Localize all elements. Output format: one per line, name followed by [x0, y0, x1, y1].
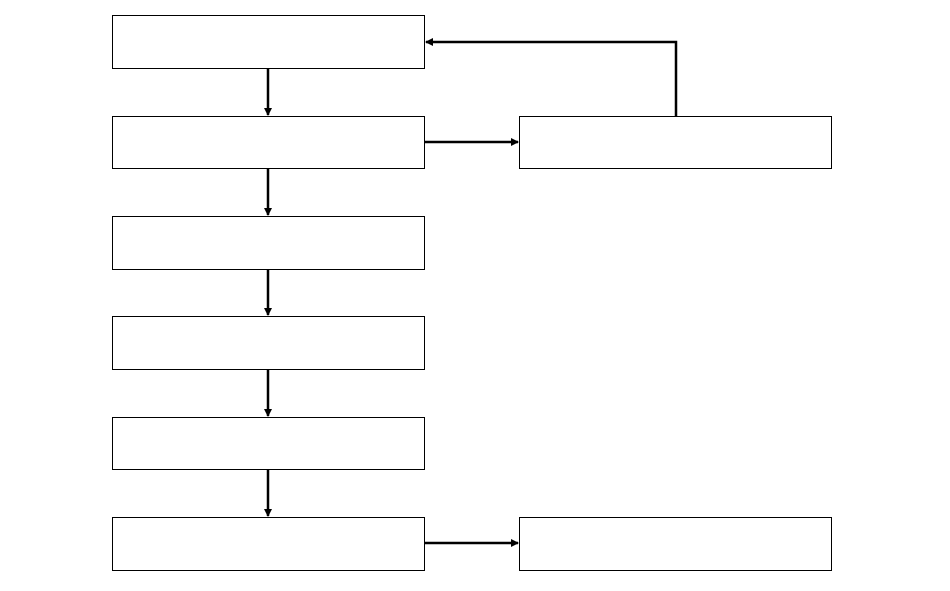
flow-box-6	[112, 517, 425, 571]
flow-box-4	[112, 316, 425, 370]
flow-box-3	[112, 216, 425, 270]
flow-box-1	[112, 15, 425, 69]
arrow-side-top-to-box1	[425, 38, 678, 116]
flow-box-2	[112, 116, 425, 169]
flow-box-5	[112, 417, 425, 470]
flow-box-side-top	[519, 116, 832, 169]
flow-box-side-bottom	[519, 517, 832, 571]
